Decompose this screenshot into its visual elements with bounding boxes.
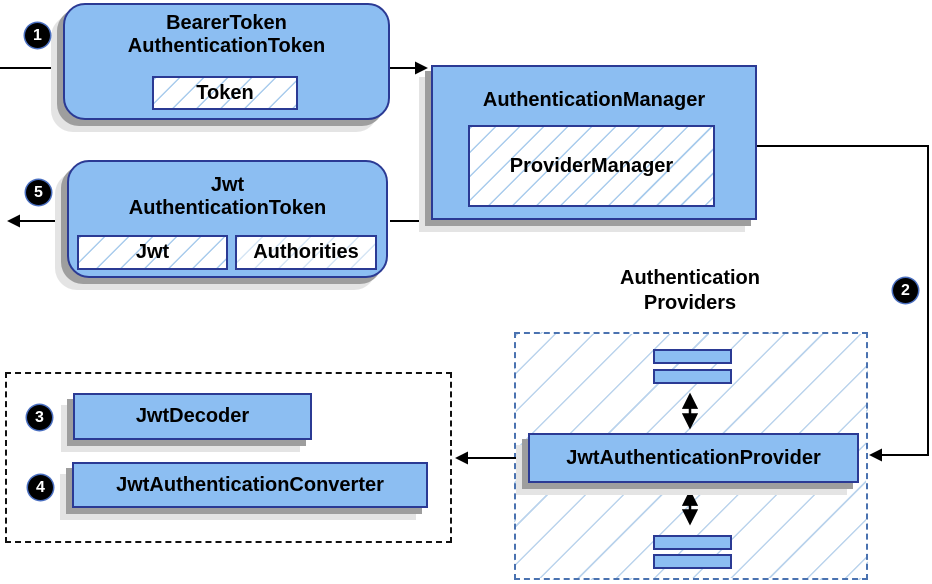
authentication-manager-title: AuthenticationManager [482, 89, 706, 111]
step-4-badge: 4 [28, 475, 53, 500]
jwt-token-title-line1: Jwt [210, 174, 245, 196]
authorities-field: Authorities [235, 235, 377, 270]
bearer-token-title-line1: BearerToken [166, 12, 287, 34]
step-3-badge: 3 [27, 405, 52, 430]
step-2-badge: 2 [893, 278, 918, 303]
jwt-token-title-line2: AuthenticationToken [128, 197, 327, 219]
bearer-token-title-line2: AuthenticationToken [127, 35, 326, 57]
authentication-manager-box: AuthenticationManager ProviderManager [431, 65, 757, 220]
bearer-token-authentication-token-box: BearerToken AuthenticationToken Token [63, 3, 390, 120]
step-1-badge: 1 [25, 23, 50, 48]
provider-manager-field: ProviderManager [468, 125, 715, 207]
arrow-manager-to-provider [757, 145, 929, 462]
provider-stub-bar-2 [653, 369, 732, 384]
provider-stub-bar-1 [653, 349, 732, 364]
jwt-field: Jwt [77, 235, 228, 270]
jwt-authentication-token-box: Jwt AuthenticationToken Jwt Authorities [67, 160, 388, 278]
provider-stub-bar-4 [653, 554, 732, 569]
jwt-converters-container [5, 372, 452, 543]
jwt-authentication-provider-box: JwtAuthenticationProvider [528, 433, 859, 483]
authentication-providers-title: Authentication Providers [540, 266, 840, 316]
token-field: Token [152, 76, 298, 110]
authentication-providers-title-line1: Authentication [620, 267, 760, 289]
jwt-authentication-converter-box: JwtAuthenticationConverter [72, 462, 428, 508]
authentication-providers-title-line2: Providers [643, 292, 737, 314]
step-5-badge: 5 [26, 180, 51, 205]
jwt-decoder-box: JwtDecoder [73, 393, 312, 440]
provider-stub-bar-3 [653, 535, 732, 550]
